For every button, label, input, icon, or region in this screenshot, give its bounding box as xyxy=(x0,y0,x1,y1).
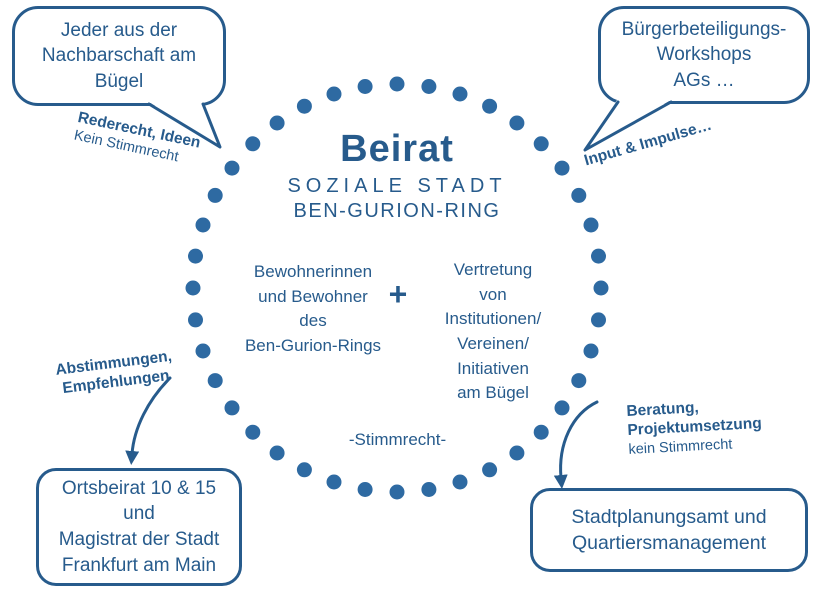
arrow-to-stadtplanungsamt xyxy=(553,400,599,489)
ring-dot xyxy=(554,160,570,176)
speech-bubble-neighbourhood-text: Jeder aus der Nachbarschaft am Bügel xyxy=(41,20,197,92)
diagram-subtitle-1: SOZIALE STADT xyxy=(287,175,507,197)
member-group-residents: Bewohnerinnen und Bewohner des Ben-Gurio… xyxy=(244,262,382,355)
ring-dot xyxy=(195,343,211,359)
diagram-title: Beirat xyxy=(340,128,454,170)
ring-dot xyxy=(326,86,342,102)
diagram-subtitle-2: BEN-GURION-RING xyxy=(293,200,501,222)
annotation-abstimmungen: Abstimmungen, Empfehlungen xyxy=(46,346,184,401)
ring-dot xyxy=(421,482,437,497)
plus-sign: + xyxy=(388,276,408,312)
center-heading-block: Beirat SOZIALE STADT BEN-GURION-RING xyxy=(242,128,552,223)
ring-dot xyxy=(533,424,549,440)
box-stadtplanungsamt: Stadtplanungsamt und Quartiersmanagement xyxy=(530,488,808,572)
ring-dot xyxy=(421,79,437,94)
ring-dot xyxy=(509,445,525,461)
ring-dot xyxy=(593,280,609,296)
ring-dot xyxy=(207,187,223,203)
ring-dot xyxy=(207,373,223,389)
ring-dot xyxy=(188,248,203,264)
ring-dot xyxy=(591,312,606,328)
ring-dot xyxy=(195,217,211,233)
ring-dot xyxy=(185,280,201,296)
ring-dot xyxy=(326,474,342,490)
annotation-input-impulse: Input & Impulse… xyxy=(582,116,714,171)
speech-bubble-workshops-text: Bürgerbeteiligungs- Workshops AGs … xyxy=(621,19,787,91)
ring-dot xyxy=(571,187,587,203)
annotation-rederecht: Rederecht, Ideen Kein Stimmrecht xyxy=(72,108,202,171)
ring-dot xyxy=(245,424,261,440)
ring-dot xyxy=(571,373,587,389)
member-group-institutions: Vertretung von Institutionen/ Vereinen/ … xyxy=(444,260,542,403)
annotation-beratung-bold: Beratung, Projektumsetzung xyxy=(626,399,763,440)
box-ortsbeirat-magistrat: Ortsbeirat 10 & 15 und Magistrat der Sta… xyxy=(36,468,242,586)
ring-dot xyxy=(452,474,468,490)
ring-dot xyxy=(452,86,468,102)
speech-bubble-workshops: Bürgerbeteiligungs- Workshops AGs … xyxy=(598,6,810,104)
ring-dot xyxy=(482,462,498,478)
ring-dot xyxy=(296,98,312,114)
box-ortsbeirat-magistrat-text: Ortsbeirat 10 & 15 und Magistrat der Sta… xyxy=(58,477,220,576)
voting-rights-note: -Stimmrecht- xyxy=(348,430,447,449)
annotation-input-impulse-bold: Input & Impulse… xyxy=(582,116,714,170)
ring-dot xyxy=(269,445,285,461)
ring-dot xyxy=(357,79,373,94)
ring-dot xyxy=(224,160,240,176)
ring-dot xyxy=(389,484,405,500)
annotation-beratung: Beratung, Projektumsetzung kein Stimmrec… xyxy=(626,395,763,459)
ring-dot xyxy=(591,248,606,264)
ring-dot xyxy=(188,312,203,328)
ring-dot xyxy=(583,217,599,233)
ring-dot xyxy=(357,482,373,497)
ring-dot xyxy=(482,98,498,114)
ring-dot xyxy=(583,343,599,359)
box-stadtplanungsamt-text: Stadtplanungsamt und Quartiersmanagement xyxy=(571,505,767,554)
ring-dot xyxy=(296,462,312,478)
annotation-abstimmungen-bold: Abstimmungen, Empfehlungen xyxy=(54,347,173,398)
speech-bubble-neighbourhood: Jeder aus der Nachbarschaft am Bügel xyxy=(12,6,226,106)
ring-dot xyxy=(389,76,405,92)
ring-dot xyxy=(224,400,240,416)
